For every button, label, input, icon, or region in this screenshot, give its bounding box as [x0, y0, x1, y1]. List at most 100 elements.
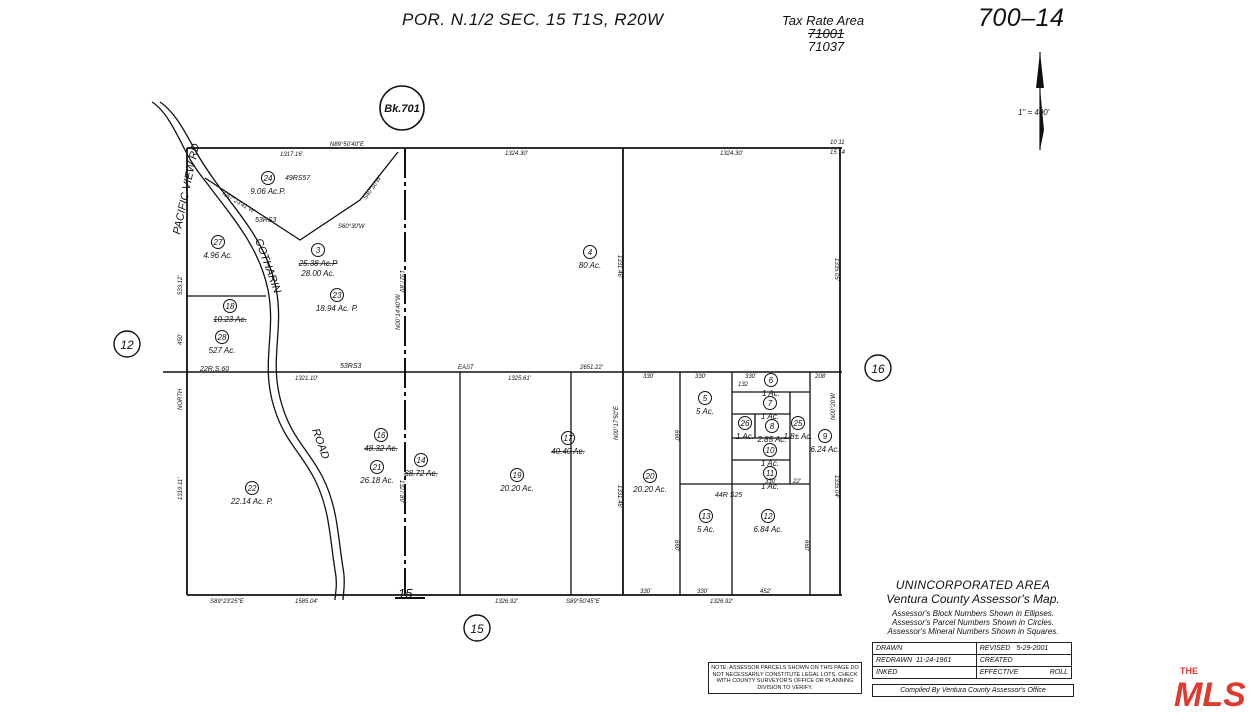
- dim-rs1: 49RS57: [285, 175, 311, 182]
- book-label: Bk.701: [384, 103, 419, 115]
- legend-line-5: Assessor's Mineral Numbers Shown in Squa…: [887, 627, 1059, 636]
- dim-330a: 330': [643, 374, 655, 380]
- parcel-12: 126.84 Ac.: [753, 509, 783, 534]
- parcel-circle-28: [215, 330, 229, 344]
- rev-drawn: DRAWN: [872, 642, 977, 655]
- map-scale: 1" = 400': [1018, 108, 1050, 117]
- legend-line-3: Assessor's Block Numbers Shown in Ellips…: [891, 609, 1055, 618]
- legend-line-4: Assessor's Parcel Numbers Shown in Circl…: [891, 618, 1055, 627]
- parcel-3: 325.38 Ac.P28.00 Ac.: [298, 243, 338, 278]
- parcel-4: 480 Ac.: [579, 245, 601, 270]
- dim-corner-ne-a: 10 11: [830, 140, 845, 146]
- svg-text:MLS: MLS: [1174, 676, 1246, 710]
- parcel-circle-4: [583, 245, 597, 259]
- dim-bot330b: 330': [697, 589, 709, 595]
- dim-330b: 330': [695, 374, 707, 380]
- parcel-25: 251.8± Ac.: [784, 416, 813, 441]
- dim-mid3: 2651.22': [579, 365, 604, 371]
- parcel-13: 135 Ac.: [697, 509, 715, 534]
- parcel-area-18: 10.23 Ac.: [213, 315, 247, 324]
- dim-top3: 1324.30': [720, 151, 744, 157]
- parcel-number-27: 27: [213, 238, 223, 247]
- parcel-number-14: 14: [417, 456, 426, 465]
- parcel-area-19: 20.20 Ac.: [499, 484, 534, 493]
- parcel-8: 82.85 Ac.: [756, 419, 787, 444]
- parcel-number-24: 24: [263, 174, 273, 183]
- parcel-17: 17 40.40 Ac.: [551, 431, 585, 456]
- parcel-circle-5: [698, 391, 712, 405]
- parcel-11: 11 1 Ac.: [761, 466, 779, 491]
- legend-line-1: UNINCORPORATED AREA: [895, 578, 1051, 592]
- dim-660c: 660': [803, 540, 809, 552]
- dim-22: 22': [792, 479, 802, 485]
- legend-line-2: Ventura County Assessor's Map.: [886, 592, 1060, 606]
- parcel-circle-17: [561, 431, 575, 445]
- parcel-circle-8: [765, 419, 779, 433]
- dim-mid2: 1325.61': [508, 376, 532, 382]
- dim-bearing-v1: N00°14'40"W: [396, 293, 402, 330]
- dim-bot1: 1585.04': [295, 599, 319, 605]
- dim-left-north: NORTH: [178, 388, 184, 410]
- dim-left2: 450': [178, 333, 184, 345]
- parcel-number-8: 8: [770, 422, 775, 431]
- dim-660a: 660': [673, 430, 679, 442]
- dim-v2: 1331.46': [616, 255, 622, 279]
- dim-left1: 533.12': [178, 275, 184, 295]
- parcel-area-25: 1.8± Ac.: [784, 432, 813, 441]
- dim-rs4: 22R.S.60: [199, 366, 229, 373]
- parcel-27: 274.96 Ac.: [203, 235, 233, 260]
- adjacent-map-15: 15: [470, 622, 484, 636]
- parcel-area-26: 1 Ac.: [736, 432, 754, 441]
- parcel-number-10: 10: [766, 446, 775, 455]
- parcel-layer: 249.06 Ac.P.274.96 Ac.325.38 Ac.P28.00 A…: [203, 171, 840, 534]
- parcel-area-21: 26.18 Ac.: [359, 476, 394, 485]
- parcel-circle-16: [374, 428, 388, 442]
- tax-rate-old: 71001: [808, 26, 845, 41]
- parcel-circle-26: [738, 416, 752, 430]
- dim-diag3: S40°50'W: [363, 175, 384, 201]
- parcel-circle-11: [763, 466, 777, 480]
- parcel-number-28: 28: [217, 333, 227, 342]
- parcel-circle-25: [791, 416, 805, 430]
- parcel-number-11: 11: [766, 469, 774, 478]
- parcel-number-19: 19: [513, 471, 522, 480]
- parcel-circle-18: [223, 299, 237, 313]
- parcel-number-17: 17: [564, 434, 573, 443]
- parcel-circle-21: [370, 460, 384, 474]
- rev-roll: ROLL: [1049, 669, 1068, 676]
- compiled-by: Compiled By Ventura County Assessor's Of…: [872, 684, 1074, 697]
- dim-v4: 1331.46': [616, 485, 622, 509]
- parcel-circle-12: [761, 509, 775, 523]
- parcel-area-14: 88.72 Ac.: [404, 469, 438, 478]
- parcel-area-9: 6.24 Ac.: [810, 445, 839, 454]
- dim-bot330a: 330': [640, 589, 652, 595]
- dimension-layer: 1317.16' N89°50'40"E 1324.30' 1324.30' 1…: [178, 140, 846, 605]
- parcel-circle-7: [763, 396, 777, 410]
- rev-redrawn: REDRAWN 11-24-1961: [872, 654, 977, 667]
- parcel-area-12: 6.84 Ac.: [753, 525, 782, 534]
- parcel-number-16: 16: [377, 431, 386, 440]
- parcel-area-17: 40.40 Ac.: [551, 447, 585, 456]
- dim-330c: 330': [745, 374, 757, 380]
- tax-rate-new: 71037: [808, 39, 845, 54]
- dim-left3: 1319.11': [178, 477, 184, 500]
- parcel-area-23: 18.94 Ac. P.: [316, 304, 358, 313]
- parcel-number-3: 3: [316, 246, 321, 255]
- dim-mid1: 1321.10': [295, 376, 319, 382]
- parcel-area-28: 527 Ac.: [209, 346, 236, 355]
- rev-created: CREATED: [975, 654, 1073, 667]
- parcel-area-11: 1 Ac.: [761, 482, 779, 491]
- parcel-19: 19 20.20 Ac.: [499, 468, 534, 493]
- parcel-circle-6: [764, 373, 778, 387]
- tax-rate-area: Tax Rate Area 71001 71037: [782, 14, 864, 53]
- dim-v5: 1327.89': [398, 480, 404, 504]
- parcel-14: 14 88.72 Ac.: [404, 453, 438, 478]
- parcel-10: 101 Ac.: [761, 443, 779, 468]
- map-title: POR. N.1/2 SEC. 15 T1S, R20W: [402, 10, 664, 29]
- parcel-number-7: 7: [768, 399, 773, 408]
